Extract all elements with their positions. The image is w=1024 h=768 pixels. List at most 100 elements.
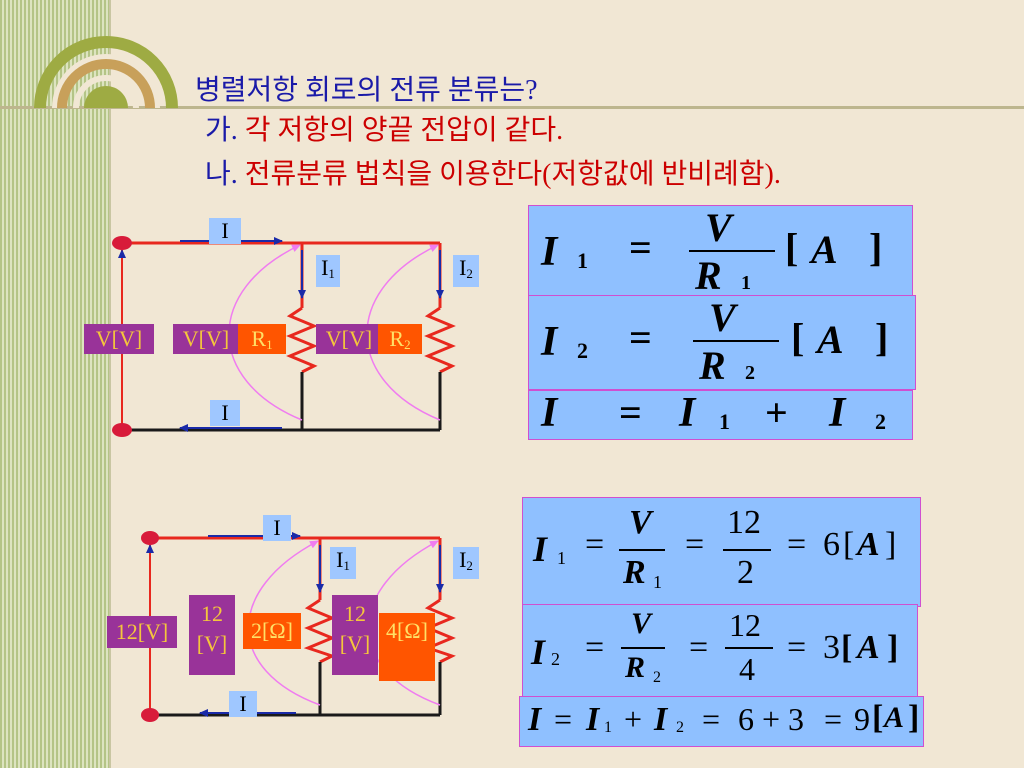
- n1-unit-open: [: [843, 526, 855, 563]
- n2-unit: A: [857, 629, 880, 666]
- top-r2-voltage-label: V[V]: [316, 324, 382, 354]
- n2-fraction-bar-1: [621, 647, 665, 649]
- n2-unit-open: [: [841, 629, 853, 666]
- n1-eq1: =: [585, 526, 605, 563]
- n3-eq2: =: [702, 701, 721, 737]
- f3-lhs: I: [541, 390, 558, 436]
- bottom-r1-voltage-label: 12 [V]: [189, 595, 235, 675]
- top-terminal-upper: [112, 236, 132, 250]
- f2-unit: A: [817, 317, 844, 362]
- top-source-voltage-label: V[V]: [84, 324, 154, 354]
- top-current-label-total: I: [209, 218, 241, 244]
- concentric-arcs-logo: [34, 36, 178, 109]
- n1-unit-close: ]: [885, 526, 897, 563]
- formula-box-sum-numeric: I = I 1 + I 2 = 6 + 3 = 9 [ A ]: [519, 696, 924, 747]
- n1-denominator: R: [623, 554, 646, 591]
- item-b-marker: 나.: [205, 159, 238, 190]
- n3-lhs: I: [528, 701, 542, 738]
- n2-result: 3: [823, 629, 840, 666]
- bottom-i2-main: I: [459, 547, 467, 572]
- top-i2-sub: 2: [466, 266, 473, 281]
- f3-term1: I: [679, 390, 696, 436]
- f2-unit-close: ]: [875, 315, 889, 360]
- bottom-return-current-label: I: [229, 691, 257, 717]
- n1-eq2: =: [685, 526, 705, 563]
- f3-term2: I: [829, 390, 846, 436]
- f2-fraction-bar: [693, 340, 779, 342]
- n2-denominator-sub: 2: [653, 669, 661, 686]
- f2-unit-open: [: [791, 315, 805, 360]
- top-return-current-label: I: [210, 400, 240, 426]
- bottom-resistor-r2: [423, 598, 456, 664]
- f1-denominator-sub: 1: [741, 272, 751, 294]
- n3-eq3: =: [824, 701, 843, 737]
- n2-unit-close: ]: [887, 629, 899, 666]
- n2-fraction-bar-2: [725, 647, 773, 649]
- n1-numerator: V: [629, 504, 652, 541]
- n2-denominator-value: 4: [739, 651, 755, 687]
- n1-result: 6: [823, 526, 840, 563]
- f3-term2-sub: 2: [875, 409, 886, 434]
- n3-term2-sub: 2: [676, 719, 684, 736]
- bottom-r1-resistance-label: 2[Ω]: [243, 613, 301, 649]
- top-current-label-i1: I1: [316, 255, 340, 287]
- f1-unit-open: [: [785, 225, 799, 270]
- n1-denominator-value: 2: [737, 554, 754, 591]
- f2-lhs-sub: 2: [577, 338, 588, 363]
- n1-eq3: =: [787, 526, 807, 563]
- item-a: 가. 각 저항의 양끝 전압이 같다.: [205, 113, 563, 149]
- item-a-marker: 가.: [205, 115, 238, 146]
- top-r1-main: R: [251, 326, 267, 351]
- n3-sum: 6 + 3: [738, 701, 805, 737]
- f1-unit: A: [811, 227, 838, 272]
- n3-unit-open: [: [872, 699, 884, 736]
- top-r2-main: R: [389, 326, 405, 351]
- top-current-label-i2: I2: [453, 255, 479, 287]
- n2-eq1: =: [585, 629, 605, 666]
- bottom-source-voltage-label: 12[V]: [107, 616, 177, 648]
- n3-result: 9: [854, 701, 870, 737]
- bottom-i1-sub: 1: [343, 558, 350, 573]
- f2-numerator: V: [709, 295, 736, 340]
- item-b-text: 전류분류 법칙을 이용한다(저항값에 반비례함).: [244, 159, 781, 190]
- formula-box-sum-symbolic: I = I 1 + I 2: [528, 390, 913, 440]
- f1-lhs-sub: 1: [577, 248, 588, 273]
- f1-unit-close: ]: [869, 225, 883, 270]
- n1-fraction-bar-2: [723, 549, 771, 551]
- n2-denominator: R: [625, 651, 646, 684]
- n2-eq3: =: [787, 629, 807, 666]
- top-r2-label: R2: [378, 324, 422, 354]
- top-i1-main: I: [321, 255, 329, 280]
- n1-lhs: I: [533, 529, 548, 569]
- f2-denominator-sub: 2: [745, 362, 755, 384]
- bottom-current-label-i2: I2: [453, 547, 479, 579]
- top-r1-voltage-label: V[V]: [173, 324, 239, 354]
- bottom-r2-resistance-label: 4[Ω]: [379, 613, 435, 681]
- top-resistor-r2: [424, 306, 456, 374]
- n2-eq2: =: [689, 629, 709, 666]
- n1-numerator-value: 12: [727, 504, 761, 541]
- formula-box-i1-numeric: I 1 = V R 1 = 12 2 = 6 [ A ]: [522, 497, 921, 607]
- f2-lhs: I: [541, 319, 558, 365]
- n2-numerator-value: 12: [729, 607, 761, 643]
- bottom-current-label-i1: I1: [330, 547, 356, 579]
- n3-unit-close: ]: [908, 699, 920, 736]
- f1-fraction-bar: [689, 250, 775, 252]
- page-title: 병렬저항 회로의 전류 분류는?: [195, 75, 538, 106]
- formula-box-i1-symbolic: I 1 = V R 1 [ A ]: [528, 205, 913, 298]
- bottom-current-label-total: I: [263, 515, 291, 541]
- n3-term1: I: [586, 701, 600, 738]
- left-stripe-decoration: [0, 0, 110, 768]
- top-r1-sub: 1: [266, 337, 273, 352]
- n2-lhs-sub: 2: [551, 649, 560, 669]
- f3-plus: +: [765, 390, 788, 435]
- f1-lhs: I: [541, 229, 558, 275]
- stripe-edge: [109, 0, 111, 768]
- top-i2-main: I: [459, 255, 467, 280]
- n1-denominator-sub: 1: [653, 572, 662, 592]
- n1-unit: A: [857, 526, 880, 563]
- n2-lhs: I: [531, 632, 546, 672]
- bottom-r1-voltage-value: 12: [201, 601, 223, 626]
- f1-numerator: V: [705, 205, 732, 250]
